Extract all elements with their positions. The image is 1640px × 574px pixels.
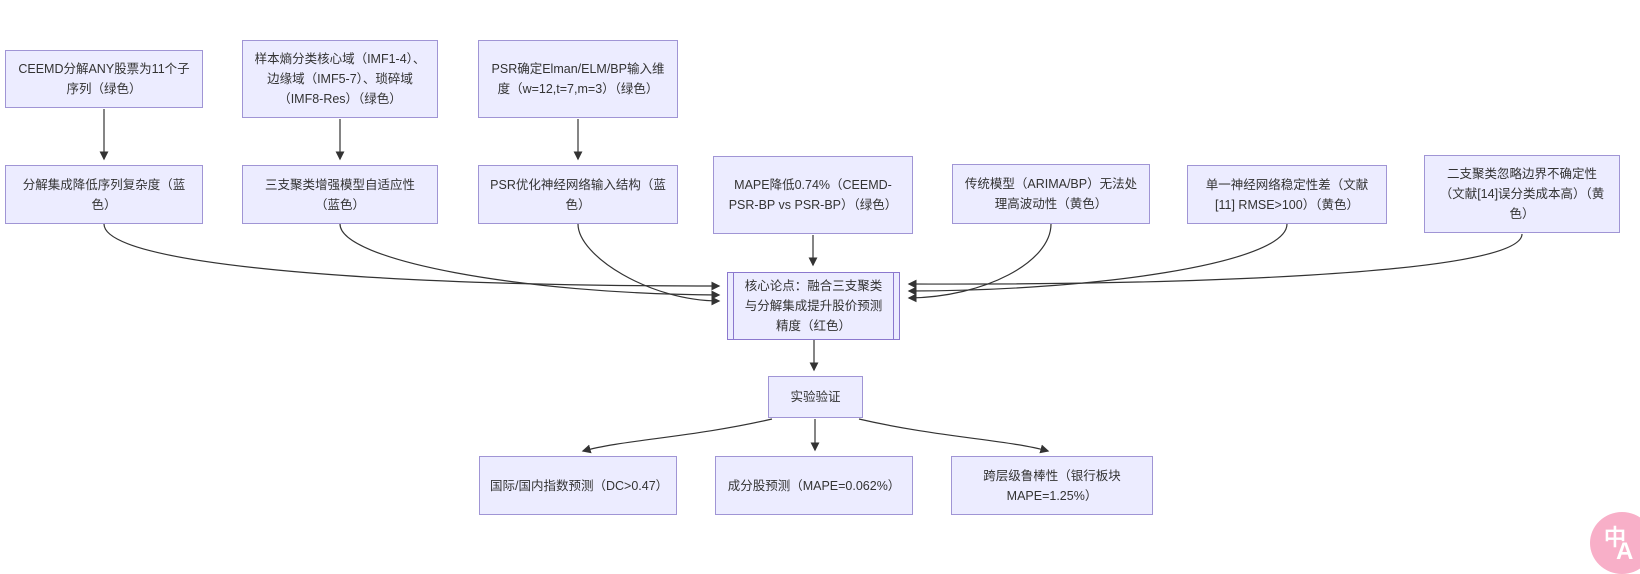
node-label: 实验验证 (790, 390, 841, 404)
flowchart-node-ceemd: CEEMD分解ANY股票为11个子序列（绿色） (5, 50, 203, 108)
flowchart-node-psr-opt: PSR优化神经网络输入结构（蓝色） (478, 165, 678, 224)
edge-traditional-to-core (907, 223, 1052, 303)
edge-threeway-to-core (339, 223, 721, 300)
node-label: 样本熵分类核心域（IMF1-4）、边缘域（IMF5-7）、琐碎域（IMF8-Re… (254, 52, 426, 106)
edge-decomp-to-core (103, 223, 721, 291)
edge-experiment-to-index (581, 418, 773, 454)
flowchart-node-single-nn: 单一神经网络稳定性差（文献[11] RMSE>100）（黄色） (1187, 165, 1387, 224)
flowchart-node-stock-pred: 成分股预测（MAPE=0.062%） (715, 456, 913, 515)
node-label: PSR确定Elman/ELM/BP输入维度（w=12,t=7,m=3）（绿色） (491, 62, 665, 96)
node-label: 传统模型（ARIMA/BP）无法处理高波动性（黄色） (964, 177, 1138, 211)
flowchart-node-mape: MAPE降低0.74%（CEEMD-PSR-BP vs PSR-BP）（绿色） (713, 156, 913, 234)
badge-latin-glyph: A (1616, 538, 1634, 565)
flowchart-node-traditional: 传统模型（ARIMA/BP）无法处理高波动性（黄色） (952, 164, 1150, 224)
edge-psropt-to-core (577, 223, 721, 306)
node-label: 分解集成降低序列复杂度（蓝色） (22, 177, 186, 212)
node-label: 成分股预测（MAPE=0.062%） (727, 478, 901, 493)
flowchart-node-decomp: 分解集成降低序列复杂度（蓝色） (5, 165, 203, 224)
node-label: 二支聚类忽略边界不确定性（文献[14]误分类成本高）（黄色） (1439, 167, 1605, 221)
node-label: 核心论点：融合三支聚类与分解集成提升股价预测精度（红色） (744, 279, 883, 333)
node-label: PSR优化神经网络输入结构（蓝色） (490, 177, 666, 212)
flowchart-node-robustness: 跨层级鲁棒性（银行板块 MAPE=1.25%） (951, 456, 1153, 515)
flowchart-node-index-pred: 国际/国内指数预测（DC>0.47） (479, 456, 677, 515)
edge-twoway-to-core (907, 233, 1523, 289)
flowchart-node-psr-def: PSR确定Elman/ELM/BP输入维度（w=12,t=7,m=3）（绿色） (478, 40, 678, 118)
edge-experiment-to-robust (858, 418, 1050, 454)
node-label: 三支聚类增强模型自适应性（蓝色） (264, 177, 415, 212)
node-label: 单一神经网络稳定性差（文献[11] RMSE>100）（黄色） (1205, 177, 1369, 212)
node-label: CEEMD分解ANY股票为11个子序列（绿色） (18, 62, 190, 96)
flowchart-node-experiment: 实验验证 (768, 376, 863, 418)
flowchart-node-threeway: 三支聚类增强模型自适应性（蓝色） (242, 165, 438, 224)
translate-extension-badge[interactable]: 中 A (1590, 512, 1640, 574)
node-label: 国际/国内指数预测（DC>0.47） (490, 478, 669, 493)
node-label: 跨层级鲁棒性（银行板块 MAPE=1.25%） (983, 468, 1121, 503)
edge-singlenn-to-core (907, 223, 1288, 296)
flowchart-node-core-thesis: 核心论点：融合三支聚类与分解集成提升股价预测精度（红色） (727, 272, 900, 340)
flowchart-node-entropy: 样本熵分类核心域（IMF1-4）、边缘域（IMF5-7）、琐碎域（IMF8-Re… (242, 40, 438, 118)
flowchart-node-twoway: 二支聚类忽略边界不确定性（文献[14]误分类成本高）（黄色） (1424, 155, 1620, 233)
badge-zh-glyph: 中 (1604, 525, 1627, 550)
node-label: MAPE降低0.74%（CEEMD-PSR-BP vs PSR-BP）（绿色） (728, 178, 898, 212)
